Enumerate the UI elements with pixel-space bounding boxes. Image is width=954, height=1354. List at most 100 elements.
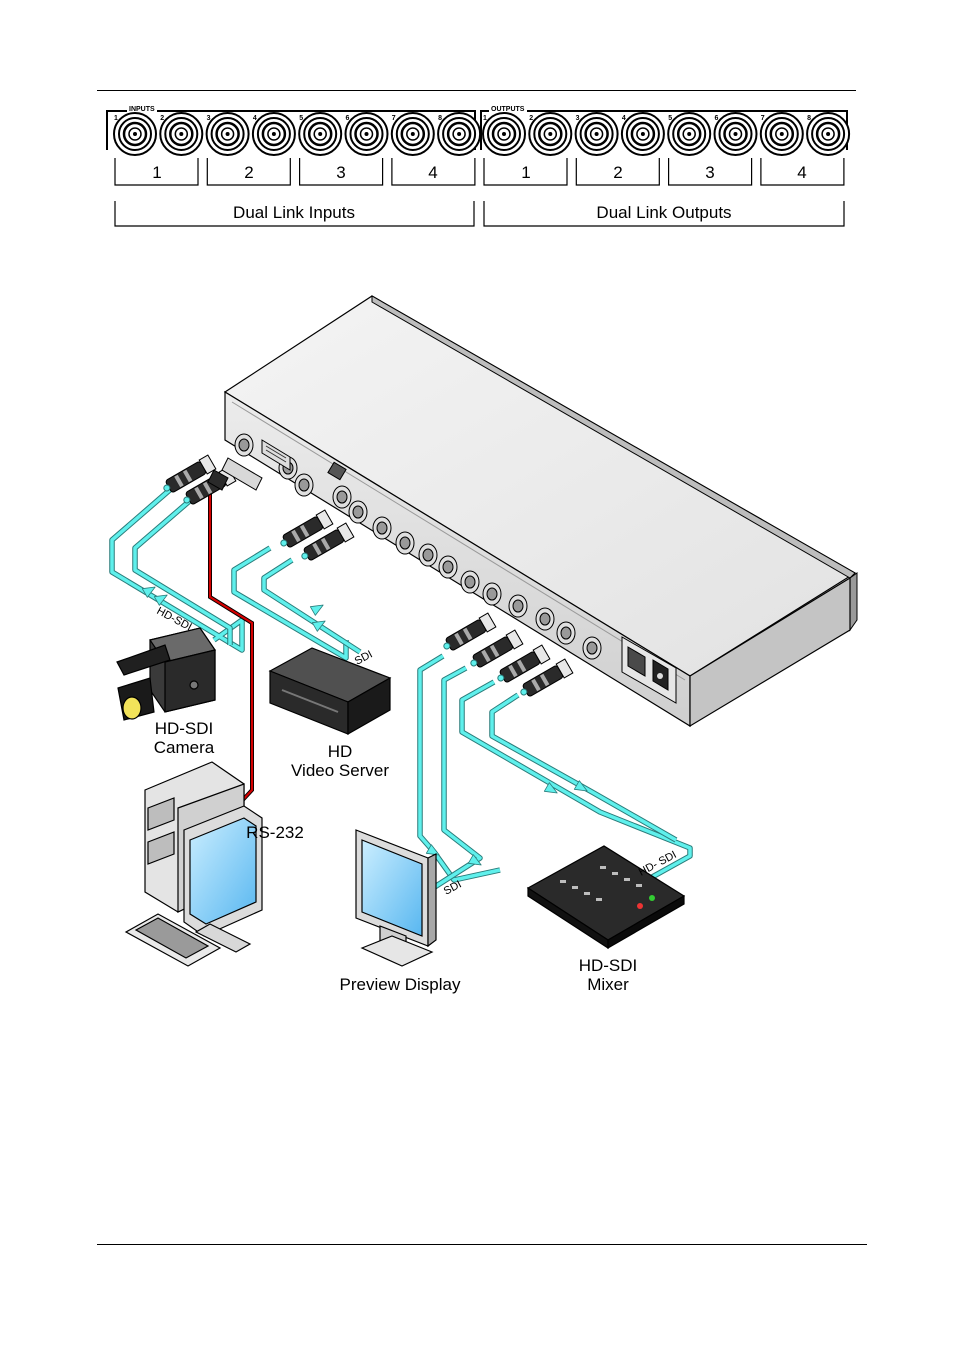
cable-1: [110, 486, 244, 652]
dual-link-inputs-bracket: [114, 201, 475, 227]
mixer-label-line1: HD-SDI: [578, 956, 638, 975]
unit-bnc-4: [332, 485, 352, 509]
group-bracket-7: [668, 158, 753, 186]
input-bnc-3: 3: [205, 112, 250, 156]
unit-bnc-7: [395, 531, 415, 555]
output-bnc-3: 3: [574, 112, 619, 156]
output-bnc-6: 6: [713, 112, 758, 156]
output-connector-number-1: 1: [483, 115, 487, 122]
rs232-cable-core: [208, 487, 254, 804]
input-bnc-5: 5: [298, 112, 343, 156]
camera-label-line1: HD-SDI: [154, 719, 214, 738]
switcher-unit: [223, 295, 858, 728]
group-bracket-8: [760, 158, 845, 186]
video-server-icon: [268, 647, 392, 736]
input-connector-number-2: 2: [160, 115, 164, 122]
signal-arrow-5: [425, 844, 440, 856]
unit-bnc-3: [294, 473, 314, 497]
unit-bnc-8: [418, 543, 438, 567]
input-group-4: 4: [428, 163, 437, 182]
bnc-plug-4: [301, 522, 355, 561]
unit-bnc-9: [438, 555, 458, 579]
output-connector-number-3: 3: [576, 115, 580, 122]
cable-6: [429, 666, 482, 892]
output-connector-number-2: 2: [529, 115, 533, 122]
mixer-label: HD-SDI Mixer: [558, 956, 658, 994]
output-group-3: 3: [705, 163, 714, 182]
unit-bnc-13: [535, 607, 555, 631]
unit-bnc-11: [482, 582, 502, 606]
input-connector-number-1: 1: [114, 115, 118, 122]
unit-bnc-10: [460, 570, 480, 594]
output-connector-number-6: 6: [715, 115, 719, 122]
signal-arrow-7: [543, 782, 558, 794]
mixer-label-line2: Mixer: [587, 975, 629, 994]
server-label-line1: HD: [327, 742, 353, 761]
input-connector-number-5: 5: [299, 115, 303, 122]
input-group-labels: 1 2 3 4: [152, 163, 437, 182]
group-bracket-4: [391, 158, 476, 186]
unit-bnc-12: [508, 594, 528, 618]
unit-bnc-14: [556, 621, 576, 645]
dual-link-inputs-label: Dual Link Inputs: [233, 203, 355, 222]
input-bnc-1: 1: [113, 112, 157, 156]
bnc-plug-7: [497, 644, 551, 683]
signal-arrow-4: [311, 620, 326, 632]
bnc-plug-2: [183, 466, 237, 505]
unit-side-rim: [849, 572, 858, 632]
cable-8: [490, 693, 677, 842]
outputs-title: OUTPUTS: [491, 106, 525, 113]
bnc-plug-3: [280, 509, 334, 548]
output-group-1: 1: [521, 163, 530, 182]
cable-3: [232, 546, 348, 660]
inputs-title: INPUTS: [129, 106, 155, 113]
output-connector-number-8: 8: [807, 115, 811, 122]
bottom-rule: [97, 1244, 867, 1245]
power-section: [621, 636, 677, 704]
connection-diagram: HD-SDI SDI SDI HD- SDI: [109, 295, 858, 967]
output-bnc-8: 8: [806, 112, 851, 156]
input-connector-number-4: 4: [253, 115, 257, 122]
bnc-plug-8: [520, 658, 574, 697]
input-connector-number-6: 6: [346, 115, 350, 122]
input-connector-number-3: 3: [207, 115, 211, 122]
output-connector-number-7: 7: [761, 115, 765, 122]
unit-bnc-1: [234, 433, 254, 457]
cable-plugs: [163, 454, 574, 697]
group-bracket-3: [299, 158, 384, 186]
output-bnc-4: 4: [620, 112, 665, 156]
input-bnc-8: 8: [437, 112, 482, 156]
input-group-2: 2: [244, 163, 253, 182]
bnc-plug-1: [163, 454, 217, 493]
signal-arrow-3: [309, 604, 324, 616]
server-label-line2: Video Server: [291, 761, 389, 780]
output-group-2: 2: [613, 163, 622, 182]
group-bracket-1: [114, 158, 199, 186]
input-connector-number-8: 8: [438, 115, 442, 122]
signal-arrow-6: [467, 854, 482, 866]
group-bracket-6: [575, 158, 660, 186]
cable-2: [133, 496, 232, 645]
rs232-plug: [207, 457, 263, 491]
group-bracket-2: [206, 158, 291, 186]
unit-bnc-15: [582, 636, 602, 660]
dual-link-outputs-bracket: [483, 201, 845, 227]
signal-arrow-8: [573, 780, 588, 792]
signal-arrow-1: [141, 586, 156, 598]
output-bnc-1: 1: [482, 112, 526, 156]
output-connector-number-5: 5: [668, 115, 672, 122]
mixer-icon: [526, 845, 686, 950]
output-bnc-2: 2: [528, 112, 573, 156]
camera-label-line2: Camera: [153, 738, 215, 757]
unit-bnc-5: [348, 500, 368, 524]
display-label: Preview Display: [339, 975, 461, 994]
input-bnc-4: 4: [251, 112, 296, 156]
dual-link-outputs-label: Dual Link Outputs: [596, 203, 731, 222]
pc-label: RS-232: [246, 823, 304, 842]
top-rule: [97, 90, 856, 91]
camera-icon: [116, 627, 216, 721]
input-bnc-7: 7: [390, 112, 435, 156]
input-bnc-6: 6: [344, 112, 389, 156]
cable-5: [418, 654, 501, 882]
